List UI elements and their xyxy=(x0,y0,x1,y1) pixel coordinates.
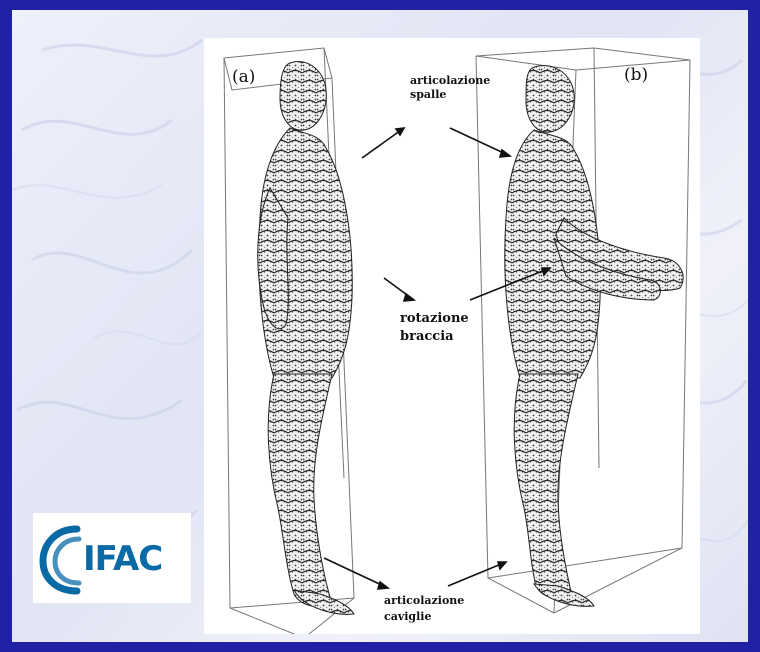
shoulder-label-line2: spalle xyxy=(410,88,446,101)
body-model-b xyxy=(505,66,683,607)
shoulder-label-line1: articolazione xyxy=(410,74,490,87)
arm-label-line1: rotazione xyxy=(400,311,469,326)
slide-background: (a) (b) articolazione spalle rotazione b… xyxy=(12,10,748,642)
ankle-label-line2: caviglie xyxy=(384,610,431,623)
body-model-figure: (a) (b) articolazione spalle rotazione b… xyxy=(204,38,700,634)
ifac-logo-text: IFAC xyxy=(83,539,162,579)
figure-drawing: (a) (b) articolazione spalle rotazione b… xyxy=(204,38,700,634)
panel-a-label: (a) xyxy=(232,67,255,87)
panel-b-label: (b) xyxy=(624,65,648,85)
body-model-a xyxy=(258,62,354,615)
ifac-logo: IFAC xyxy=(33,513,191,603)
ankle-label-line1: articolazione xyxy=(384,594,464,607)
arm-label-line2: braccia xyxy=(400,329,454,344)
